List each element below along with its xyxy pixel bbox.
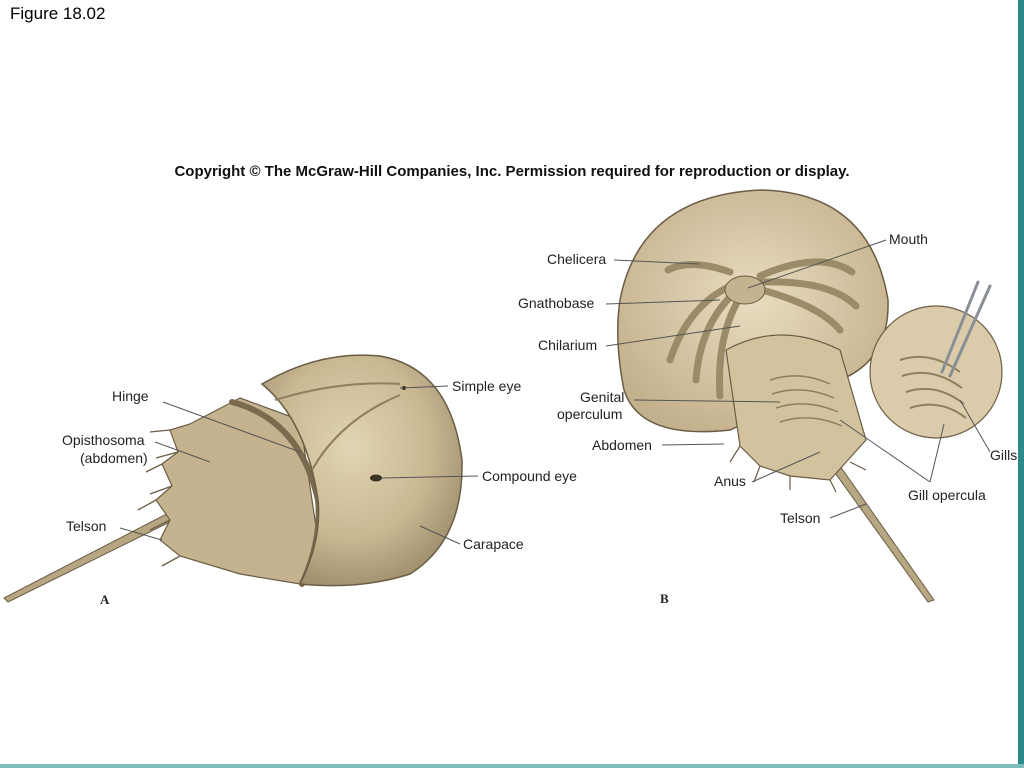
forceps-b [940, 280, 992, 378]
label-chelicera: Chelicera [547, 251, 606, 267]
slide-frame-bottom [0, 764, 1024, 768]
label-mouth: Mouth [889, 231, 928, 247]
carapace-a [260, 354, 463, 587]
opisthosoma-spines-a [137, 429, 181, 567]
gills-inset-b [869, 305, 1003, 439]
label-chilarium: Chilarium [538, 337, 597, 353]
dorsal-view-drawing [3, 354, 463, 603]
gill-lamellae-b [899, 355, 967, 419]
ventral-view-drawing [617, 189, 1003, 603]
label-genital: Genital [580, 389, 624, 405]
copyright-notice: Copyright © The McGraw-Hill Companies, I… [174, 163, 850, 180]
abdomen-spines-b [729, 445, 867, 493]
label-simple-eye: Simple eye [452, 378, 521, 394]
label-telson-b: Telson [780, 510, 820, 526]
label-carapace: Carapace [463, 536, 524, 552]
label-compound-eye: Compound eye [482, 468, 577, 484]
mouth-region-b [724, 275, 766, 305]
label-gnathobase: Gnathobase [518, 295, 594, 311]
label-abdomen: Abdomen [592, 437, 652, 453]
slide-frame-right [1018, 0, 1024, 768]
label-hinge: Hinge [112, 388, 149, 404]
label-anus: Anus [714, 473, 746, 489]
abdomen-b [725, 334, 867, 481]
gill-opercula-bands-b [769, 375, 843, 427]
opisthosoma-a [155, 397, 319, 585]
leaders-b [605, 239, 991, 519]
label-telson-a: Telson [66, 518, 106, 534]
panel-label-b: B [660, 591, 669, 606]
label-gills: Gills [990, 447, 1017, 463]
compound-eye-a [370, 474, 382, 482]
panel-label-a: A [100, 592, 110, 607]
label-gill-opercula: Gill opercula [908, 487, 986, 503]
leaders-a [119, 385, 479, 545]
carapace-ridge-a [274, 382, 401, 471]
label-genital-sub: operculum [557, 406, 622, 422]
label-opisthosoma: Opisthosoma [62, 432, 145, 448]
figure-title: Figure 18.02 [10, 4, 106, 23]
label-opisthosoma-sub: (abdomen) [80, 450, 148, 466]
